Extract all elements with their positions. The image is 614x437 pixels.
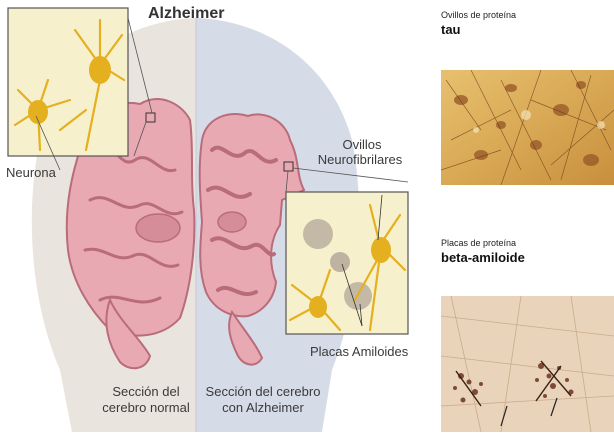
diagram-title: Alzheimer <box>148 6 224 21</box>
alzheimer-diagram: Alzheimer Neurona Ovillos Neurofibrilare… <box>0 0 430 432</box>
normal-section-label-line2: cerebro normal <box>96 400 196 415</box>
tau-micrograph <box>441 70 614 185</box>
tangles-label-line1: Ovillos <box>322 137 402 152</box>
alz-section-label-line2: con Alzheimer <box>198 400 328 415</box>
alz-section-label-line1: Sección del cerebro <box>198 384 328 399</box>
neuron-label: Neurona <box>6 165 56 180</box>
tangles-label-line2: Neurofibrilares <box>310 152 410 167</box>
plaques-label: Placas Amiloides <box>310 344 408 359</box>
amyloid-title: beta-amiloide <box>441 250 525 265</box>
alzheimer-neuron-inset <box>286 192 408 334</box>
amyloid-caption: Placas de proteína <box>441 238 516 248</box>
tau-caption: Ovillos de proteína <box>441 10 516 20</box>
healthy-neuron-inset <box>8 8 128 156</box>
diagram-illustration <box>0 0 430 432</box>
tau-title: tau <box>441 22 461 37</box>
amyloid-micrograph <box>441 296 614 432</box>
normal-section-label-line1: Sección del <box>96 384 196 399</box>
